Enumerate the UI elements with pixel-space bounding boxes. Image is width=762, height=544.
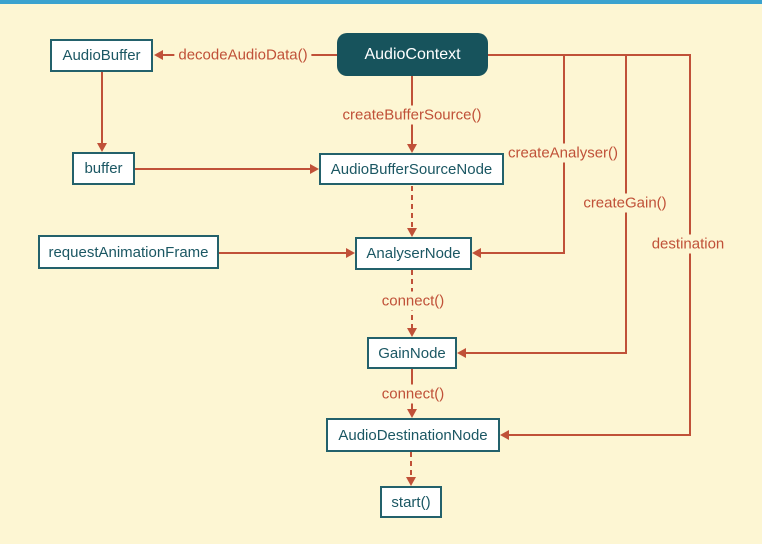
edge-label-connect-1: connect() <box>377 291 449 311</box>
arrowhead-into-analyser-left <box>346 248 355 258</box>
edge-createanalyser-hline <box>481 252 565 254</box>
edge-label-create-gain: createGain() <box>579 193 671 213</box>
node-start: start() <box>380 486 442 518</box>
edge-label-connect-2: connect() <box>377 384 449 404</box>
node-analyser-node: AnalyserNode <box>355 237 472 270</box>
edge-label-destination: destination <box>647 234 729 254</box>
arrowhead-into-audiobuffer <box>154 50 163 60</box>
node-audio-buffer: AudioBuffer <box>50 39 153 72</box>
arrowhead-into-analyser-right <box>472 248 481 258</box>
node-gain-node: GainNode <box>367 337 457 369</box>
edge-context-trunk-line <box>488 54 691 56</box>
arrowhead-into-gain-right <box>457 348 466 358</box>
arrowhead-into-adn-top <box>407 409 417 418</box>
edge-audiobuffer-buffer-line <box>101 72 103 143</box>
edge-label-create-buffer-source: createBufferSource() <box>338 105 486 125</box>
node-request-animation-frame: requestAnimationFrame <box>38 235 219 269</box>
arrowhead-into-buffer <box>97 143 107 152</box>
arrowhead-into-absn-top <box>407 144 417 153</box>
arrowhead-into-analyser-top <box>407 228 417 237</box>
edge-destination-hline <box>509 434 691 436</box>
edge-label-decode-audio-data: decodeAudioData() <box>174 45 312 65</box>
edge-label-create-analyser: createAnalyser() <box>503 143 623 163</box>
edge-absn-analyser-dashed <box>411 186 413 228</box>
arrowhead-into-absn-left <box>310 164 319 174</box>
node-audio-buffer-source-node: AudioBufferSourceNode <box>319 153 504 185</box>
edge-creategain-hline <box>466 352 627 354</box>
node-buffer: buffer <box>72 152 135 185</box>
edge-buffer-absn-line <box>135 168 310 170</box>
arrowhead-into-gain-top <box>407 328 417 337</box>
arrowhead-into-adn-right <box>500 430 509 440</box>
node-audio-destination-node: AudioDestinationNode <box>326 418 500 452</box>
edge-adn-start-dashed <box>410 452 412 477</box>
top-accent-bar <box>0 0 762 4</box>
edge-raf-analyser-line <box>219 252 346 254</box>
arrowhead-into-start-top <box>406 477 416 486</box>
node-audio-context: AudioContext <box>337 33 488 76</box>
